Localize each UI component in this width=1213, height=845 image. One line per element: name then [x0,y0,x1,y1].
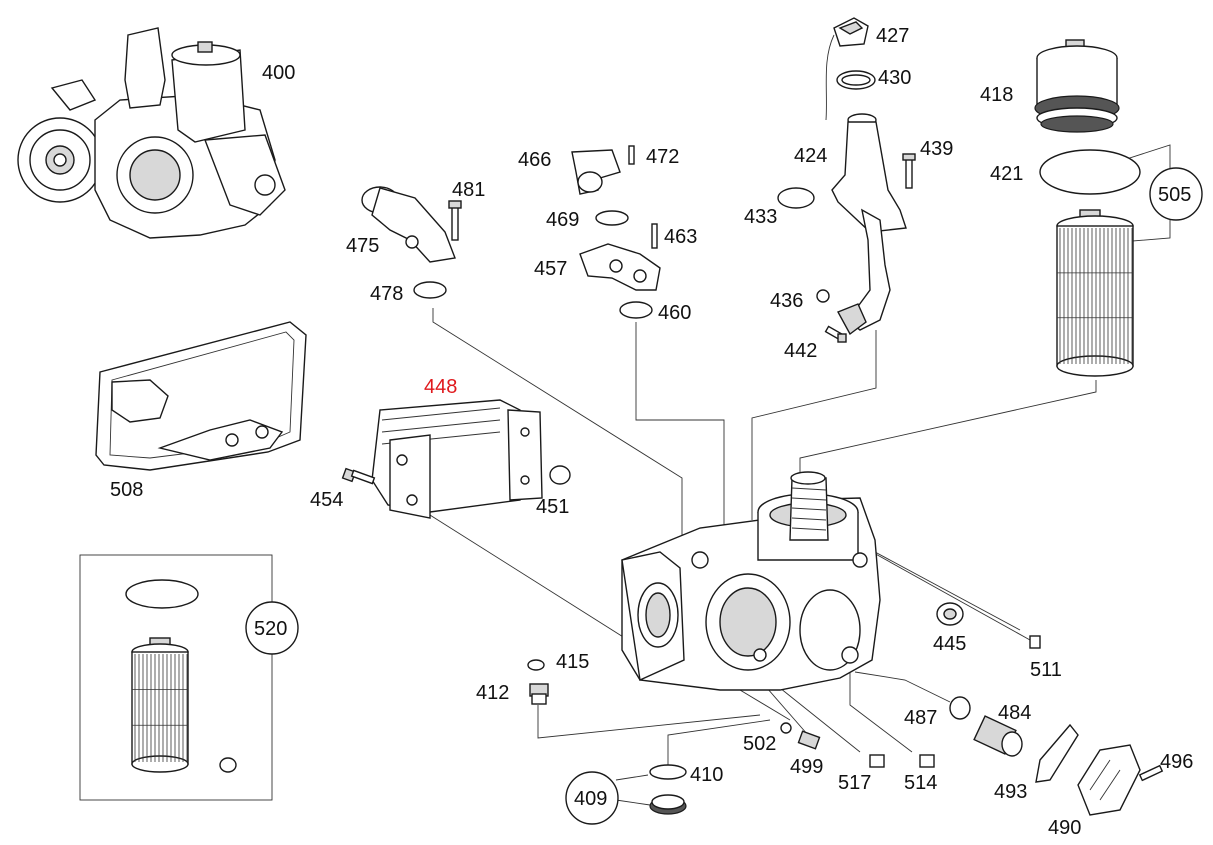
thermostat-housing-466[interactable] [571,149,621,195]
callout-circle-505 [1149,167,1203,221]
label-460[interactable]: 460 [658,302,691,324]
filter-element-505[interactable] [1056,209,1134,377]
gasket-plate-508[interactable] [95,321,307,471]
oil-cooler-448[interactable] [371,399,543,519]
part-labels: 400 427 430 418 424 439 466 472 481 421 … [110,25,1193,839]
seal-502[interactable] [780,722,792,734]
label-410[interactable]: 410 [690,764,723,786]
o-ring-451[interactable] [549,465,571,485]
plug-499[interactable] [797,730,821,750]
label-496[interactable]: 496 [1160,751,1193,773]
label-448[interactable]: 448 [424,376,457,398]
label-478[interactable]: 478 [370,283,403,305]
label-436[interactable]: 436 [770,290,803,312]
label-493[interactable]: 493 [994,781,1027,803]
label-439[interactable]: 439 [920,138,953,160]
label-433[interactable]: 433 [744,206,777,228]
bolt-496[interactable] [1138,764,1164,782]
gasket-478[interactable] [413,281,447,299]
o-ring-410[interactable] [649,764,687,780]
seal-415[interactable] [527,659,545,671]
connector-475[interactable] [361,186,456,263]
bushing-445[interactable] [936,602,964,626]
label-484[interactable]: 484 [998,702,1031,724]
label-409[interactable]: 409 [574,788,607,810]
callout-circle-520 [245,601,299,655]
bolt-514[interactable] [919,754,935,768]
seal-436[interactable] [816,289,830,303]
bolt-454[interactable] [341,467,376,485]
label-511[interactable]: 511 [1030,659,1062,681]
label-445[interactable]: 445 [933,633,966,655]
filter-cap-418[interactable] [1034,39,1120,133]
label-421[interactable]: 421 [990,163,1023,185]
label-514[interactable]: 514 [904,772,937,794]
bolt-442[interactable] [824,325,847,343]
label-508[interactable]: 508 [110,479,143,501]
cover-490[interactable] [1077,744,1141,816]
callout-circle-409 [565,771,619,825]
bolt-517[interactable] [869,754,885,768]
label-463[interactable]: 463 [664,226,697,248]
label-424[interactable]: 424 [794,145,827,167]
label-451[interactable]: 451 [536,496,569,518]
label-517[interactable]: 517 [838,772,871,794]
label-475[interactable]: 475 [346,235,379,257]
o-ring-421[interactable] [1039,149,1141,195]
oil-filter-housing-main[interactable] [621,471,881,691]
valve-484[interactable] [973,715,1023,757]
filter-kit-520[interactable] [125,579,237,773]
label-418[interactable]: 418 [980,84,1013,106]
label-412[interactable]: 412 [476,682,509,704]
label-502[interactable]: 502 [743,733,776,755]
label-490[interactable]: 490 [1048,817,1081,839]
bolt-439[interactable] [905,157,913,189]
label-442[interactable]: 442 [784,340,817,362]
bolt-463[interactable] [651,223,658,249]
plug-412[interactable] [529,683,549,705]
label-466[interactable]: 466 [518,149,551,171]
label-487[interactable]: 487 [904,707,937,729]
dipstick-cap-427[interactable] [833,17,869,47]
flange-457[interactable] [579,243,661,291]
bolt-481[interactable] [451,205,459,241]
label-472[interactable]: 472 [646,146,679,168]
gasket-460[interactable] [619,301,653,319]
engine-assembly-400[interactable] [17,27,286,239]
plug-409[interactable] [649,794,687,815]
label-430[interactable]: 430 [878,67,911,89]
label-457[interactable]: 457 [534,258,567,280]
dipstick-guide-424[interactable] [831,113,907,336]
label-481[interactable]: 481 [452,179,485,201]
label-427[interactable]: 427 [876,25,909,47]
label-415[interactable]: 415 [556,651,589,673]
bolt-472[interactable] [628,145,635,165]
gasket-493[interactable] [1035,723,1079,783]
o-ring-433[interactable] [777,187,815,209]
label-520[interactable]: 520 [254,618,287,640]
bolt-511[interactable] [1029,635,1041,649]
label-505[interactable]: 505 [1158,184,1191,206]
label-400[interactable]: 400 [262,62,295,84]
label-469[interactable]: 469 [546,209,579,231]
o-ring-487[interactable] [949,696,971,720]
gasket-469[interactable] [595,210,629,226]
label-454[interactable]: 454 [310,489,343,511]
label-499[interactable]: 499 [790,756,823,778]
